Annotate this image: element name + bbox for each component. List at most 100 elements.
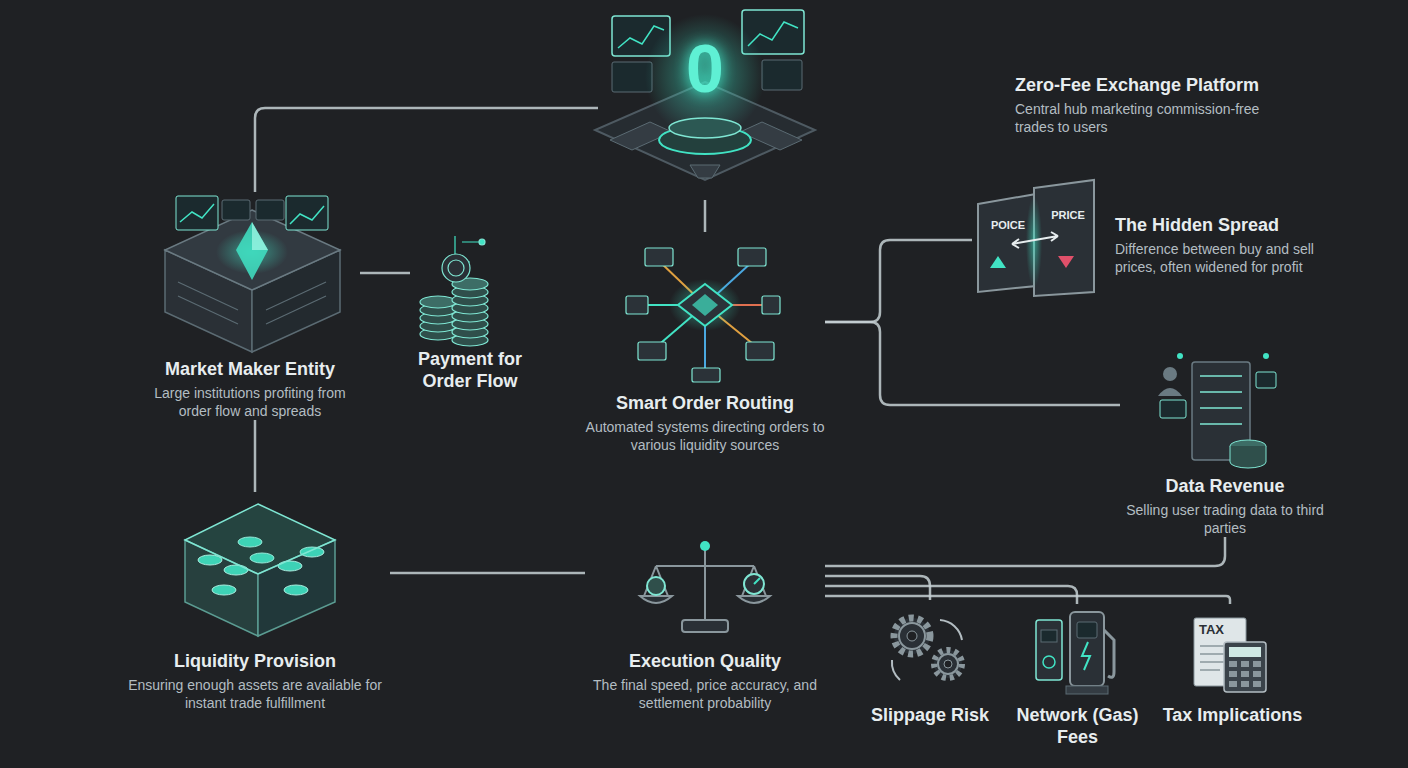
market-maker-icon-part-part	[266, 296, 326, 324]
glowing-zero: 0	[665, 34, 745, 102]
node-title: Zero-Fee Exchange Platform	[1015, 74, 1298, 96]
tax-docs-icon-part	[1224, 642, 1266, 692]
coin-stacks-icon-part	[420, 296, 456, 308]
routing-node: Smart Order RoutingAutomated systems dir…	[585, 232, 825, 454]
coin-stacks-icon	[420, 236, 488, 346]
gas-pump-icon-part	[1043, 656, 1055, 668]
gas-pump-icon-part	[1077, 622, 1097, 638]
liquidity-box-icon-part-part	[198, 555, 222, 565]
tax-docs-icon-part-part	[1253, 671, 1261, 677]
node-title: Data Revenue	[1120, 475, 1330, 497]
tax-docs-icon-part-part	[1229, 681, 1237, 687]
gears-icon-part	[907, 631, 917, 641]
scale-icon-part	[700, 541, 710, 551]
connector-line	[360, 272, 410, 275]
data-server-icon-part	[1160, 400, 1186, 418]
gas-pump-icon-part	[1070, 612, 1104, 686]
gears-icon-part	[892, 660, 900, 680]
tax-docs-icon-part-part	[1253, 681, 1261, 687]
node-title: Payment for Order Flow	[410, 348, 530, 392]
market-maker-icon-part	[290, 206, 324, 224]
scale-icon-part	[738, 596, 770, 603]
router-chip-icon-part-part	[738, 248, 766, 266]
node-title: The Hidden Spread	[1115, 214, 1352, 236]
gears-icon-part	[944, 660, 952, 668]
router-chip-icon-part-part	[626, 296, 648, 314]
fee-node: Network (Gas) Fees	[1010, 604, 1145, 748]
connector	[825, 537, 1225, 566]
platform-icon-part	[748, 22, 798, 46]
revenue-node: Data RevenueSelling user trading data to…	[1120, 345, 1330, 537]
liquidity-box-icon-part-part	[284, 585, 308, 595]
document-label: TAX	[1199, 623, 1239, 636]
market-maker-icon-part	[176, 196, 218, 230]
platform-icon-part	[762, 60, 802, 90]
screen-label: PRICE	[1043, 210, 1093, 221]
tax-docs-icon-part-part	[1241, 661, 1249, 667]
connector-line	[825, 240, 972, 322]
data-server-icon-part	[1256, 372, 1276, 388]
data-server-icon-part	[1177, 353, 1183, 359]
quality-node: Execution QualityThe final speed, price …	[585, 524, 825, 712]
scale-icon-part	[704, 548, 706, 620]
tax-docs-icon-part	[1229, 647, 1261, 657]
node-title: Market Maker Entity	[140, 358, 360, 380]
connector	[705, 200, 706, 232]
gas-pump-icon-part	[1104, 630, 1114, 677]
connector	[360, 273, 410, 274]
node-description: Central hub marketing commission-free tr…	[1015, 100, 1298, 136]
node-description: Difference between buy and sell prices, …	[1115, 240, 1352, 276]
router-chip-icon-part-part	[762, 296, 780, 314]
price-screens-icon-part	[990, 256, 1006, 268]
node-description: Ensuring enough assets are available for…	[120, 676, 390, 712]
gas-pump-icon-part	[1041, 630, 1057, 642]
market-maker-icon-part	[180, 204, 214, 222]
gears-icon	[892, 618, 962, 680]
connector-line	[390, 572, 585, 575]
router-chip-icon	[626, 248, 780, 382]
risk-node: Slippage Risk	[865, 600, 995, 726]
platform-icon	[595, 10, 815, 180]
tax-docs-icon-part-part	[1200, 669, 1220, 671]
tax-docs-icon-part	[1229, 661, 1261, 687]
scale-icon-part	[744, 574, 764, 594]
tax-docs-icon-part-part	[1200, 661, 1224, 663]
tax-docs-icon-part-part	[1241, 671, 1249, 677]
node-title: Network (Gas) Fees	[1010, 704, 1145, 748]
scale-icon-part	[644, 566, 766, 596]
router-chip-icon-part	[669, 279, 741, 331]
data-server-icon-part	[1158, 388, 1182, 396]
node-title: Liquidity Provision	[120, 650, 390, 672]
node-description: Large institutions profiting from order …	[140, 384, 360, 420]
data-server-icon-part	[1163, 367, 1177, 381]
scale-icon-part	[754, 578, 760, 584]
gears-icon-part	[938, 654, 958, 674]
tax-docs-icon-part-part	[1229, 671, 1237, 677]
screen-label: POICE	[983, 220, 1033, 231]
scale-icon-part	[640, 596, 672, 603]
platform-icon-part	[645, 14, 765, 138]
node-description: Selling user trading data to third parti…	[1120, 501, 1330, 537]
gas-pump-icon-part	[1066, 686, 1108, 694]
price-screens-icon-part	[1058, 256, 1074, 268]
node-title: Tax Implications	[1160, 704, 1305, 726]
price-screens-icon-part	[1012, 232, 1058, 248]
node-title: Slippage Risk	[865, 704, 995, 726]
gears-icon-part	[934, 650, 962, 678]
data-server-icon-part	[1230, 446, 1266, 468]
tax-docs-icon	[1194, 618, 1266, 692]
connector	[255, 420, 256, 492]
payment-node: Payment for Order Flow	[410, 228, 530, 392]
entity-node: Market Maker EntityLarge institutions pr…	[140, 192, 360, 420]
gas-pump-icon-part	[1036, 620, 1062, 680]
scale-icon-part	[682, 620, 728, 632]
market-maker-icon-part	[252, 222, 268, 250]
gears-icon-part	[940, 620, 962, 640]
data-server-icon	[1158, 353, 1276, 468]
node-title: Smart Order Routing	[585, 392, 825, 414]
connector-line	[704, 200, 707, 232]
connector-line	[825, 322, 1120, 405]
market-maker-icon-part-part	[178, 296, 238, 324]
data-server-icon-part-part	[1200, 391, 1242, 393]
